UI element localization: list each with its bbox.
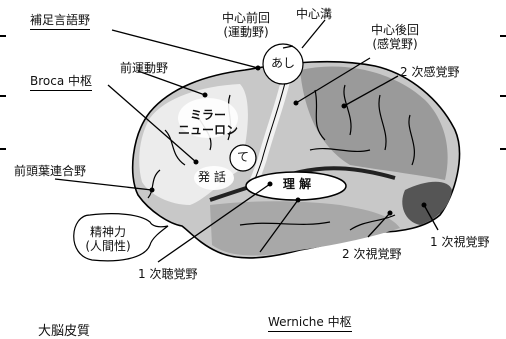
label-broca: Broca 中枢 (30, 74, 93, 91)
label-secondary-sensory: 2 次感覚野 (400, 65, 460, 79)
label-primary-visual: 1 次視覚野 (430, 235, 490, 249)
legs-circle (262, 43, 304, 85)
mirror-neuron-area (178, 98, 238, 138)
label-mental-power: 精神力 (人間性) (85, 225, 131, 253)
label-postcentral: 中心後回 (感覚野) (370, 23, 419, 51)
edge-marks (0, 35, 506, 150)
label-primary-motor: 中心前回 (運動野) (221, 11, 270, 39)
parietal-shade (300, 66, 448, 180)
label-primary-auditory: 1 次聴覚野 (138, 267, 198, 281)
temporal-shade (210, 201, 400, 256)
label-legs: あし (270, 56, 295, 70)
occipital-shade (402, 181, 452, 225)
label-wernicke: Werniche 中枢 (268, 315, 352, 332)
hands-circle (229, 144, 257, 172)
label-central-sulcus: 中心溝 (296, 7, 333, 21)
label-speech-output: 発 話 (198, 170, 226, 184)
figure-caption: 大脳皮質 (38, 324, 91, 339)
label-premotor: 前運動野 (120, 61, 169, 75)
label-hands: て (236, 150, 249, 164)
label-comprehension: 理 解 (282, 177, 312, 191)
speech-area (194, 166, 234, 190)
mental-power-bubble (73, 213, 169, 262)
label-prefrontal-assoc: 前頭葉連合野 (14, 164, 87, 178)
label-secondary-visual: 2 次視覚野 (342, 247, 402, 261)
label-mirror-neuron: ミラー ニューロン (178, 108, 239, 137)
leader-dots (149, 65, 427, 216)
label-supplementary-motor: 補足言語野 (30, 13, 91, 30)
leader-lines (54, 19, 439, 263)
